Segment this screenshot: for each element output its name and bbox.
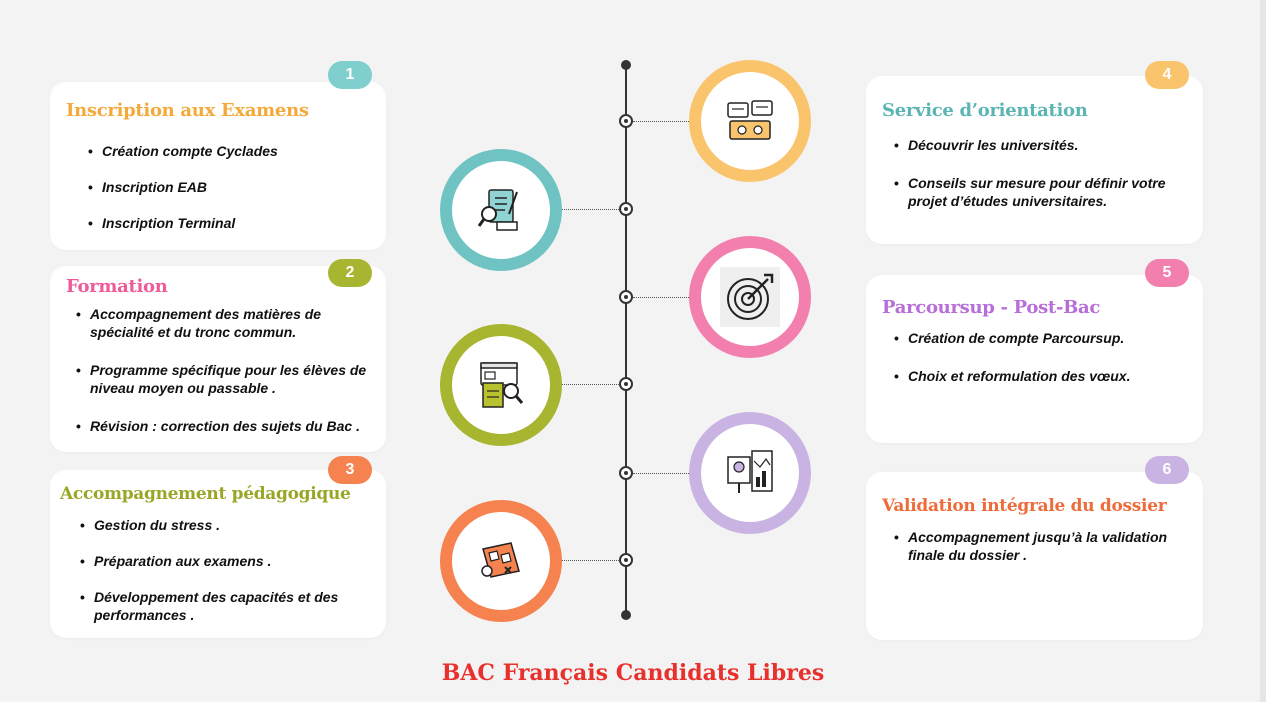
card-step-6: Validation intégrale du dossier Accompag… <box>866 472 1203 640</box>
card-step-4: Service d’orientation Découvrir les univ… <box>866 76 1203 244</box>
card-step-2: Formation Accompagnement des matières de… <box>50 266 386 452</box>
timeline-node <box>619 377 633 391</box>
item-list: Création compte Cyclades Inscription EAB… <box>88 142 378 232</box>
card-title: Formation <box>66 276 168 297</box>
connector-line <box>562 209 619 210</box>
puzzle-plan-icon <box>440 500 562 622</box>
list-item: Découvrir les universités. <box>894 136 1194 154</box>
list-item: Accompagnement des matières de spécialit… <box>76 305 382 341</box>
item-list: Création de compte Parcoursup. Choix et … <box>894 329 1194 385</box>
list-item: Choix et reformulation des vœux. <box>894 367 1194 385</box>
timeline-spine <box>625 65 627 616</box>
item-list: Accompagnement des matières de spécialit… <box>76 305 382 435</box>
timeline-node <box>619 114 633 128</box>
card-step-5: Parcoursup - Post-Bac Création de compte… <box>866 275 1203 443</box>
card-title: Accompagnement pédagogique <box>60 484 351 504</box>
item-list: Accompagnement jusqu’à la validation fin… <box>894 528 1194 564</box>
connector-line <box>633 297 691 298</box>
list-item: Accompagnement jusqu’à la validation fin… <box>894 528 1194 564</box>
card-title: Service d’orientation <box>882 100 1088 121</box>
right-edge-strip <box>1260 0 1266 702</box>
connector-line <box>633 121 691 122</box>
timeline-node <box>619 290 633 304</box>
card-step-3: Accompagnement pédagogique Gestion du st… <box>50 470 386 638</box>
list-item: Révision : correction des sujets du Bac … <box>76 417 382 435</box>
step-number-badge: 2 <box>328 259 372 287</box>
footer-title: BAC Français Candidats Libres <box>441 660 825 686</box>
card-title: Inscription aux Examens <box>66 100 309 121</box>
list-item: Création de compte Parcoursup. <box>894 329 1194 347</box>
checklist-magnifier-icon <box>440 149 562 271</box>
connector-line <box>633 473 691 474</box>
card-title: Parcoursup - Post-Bac <box>882 297 1101 318</box>
timeline-end-dot <box>621 610 631 620</box>
step-number-badge: 4 <box>1145 61 1189 89</box>
target-icon <box>689 236 811 358</box>
list-item: Conseils sur mesure pour définir votre p… <box>894 174 1194 210</box>
item-list: Gestion du stress . Préparation aux exam… <box>80 516 380 624</box>
timeline-start-dot <box>621 60 631 70</box>
list-item: Programme spécifique pour les élèves de … <box>76 361 382 397</box>
step-number-badge: 6 <box>1145 456 1189 484</box>
list-item: Création compte Cyclades <box>88 142 378 160</box>
list-item: Inscription Terminal <box>88 214 378 232</box>
orientation-dashboard-icon <box>689 60 811 182</box>
list-item: Inscription EAB <box>88 178 378 196</box>
connector-line <box>562 560 619 561</box>
list-item: Gestion du stress . <box>80 516 380 534</box>
card-step-1: Inscription aux Examens Création compte … <box>50 82 386 250</box>
timeline-node <box>619 553 633 567</box>
connector-line <box>562 384 619 385</box>
step-number-badge: 3 <box>328 456 372 484</box>
item-list: Découvrir les universités. Conseils sur … <box>894 136 1194 210</box>
list-item: Préparation aux examens . <box>80 552 380 570</box>
step-number-badge: 5 <box>1145 259 1189 287</box>
list-item: Développement des capacités et des perfo… <box>80 588 380 624</box>
step-number-badge: 1 <box>328 61 372 89</box>
timeline-node <box>619 466 633 480</box>
documents-magnifier-icon <box>440 324 562 446</box>
presentation-chart-icon <box>689 412 811 534</box>
card-title: Validation intégrale du dossier <box>882 496 1167 516</box>
timeline-node <box>619 202 633 216</box>
